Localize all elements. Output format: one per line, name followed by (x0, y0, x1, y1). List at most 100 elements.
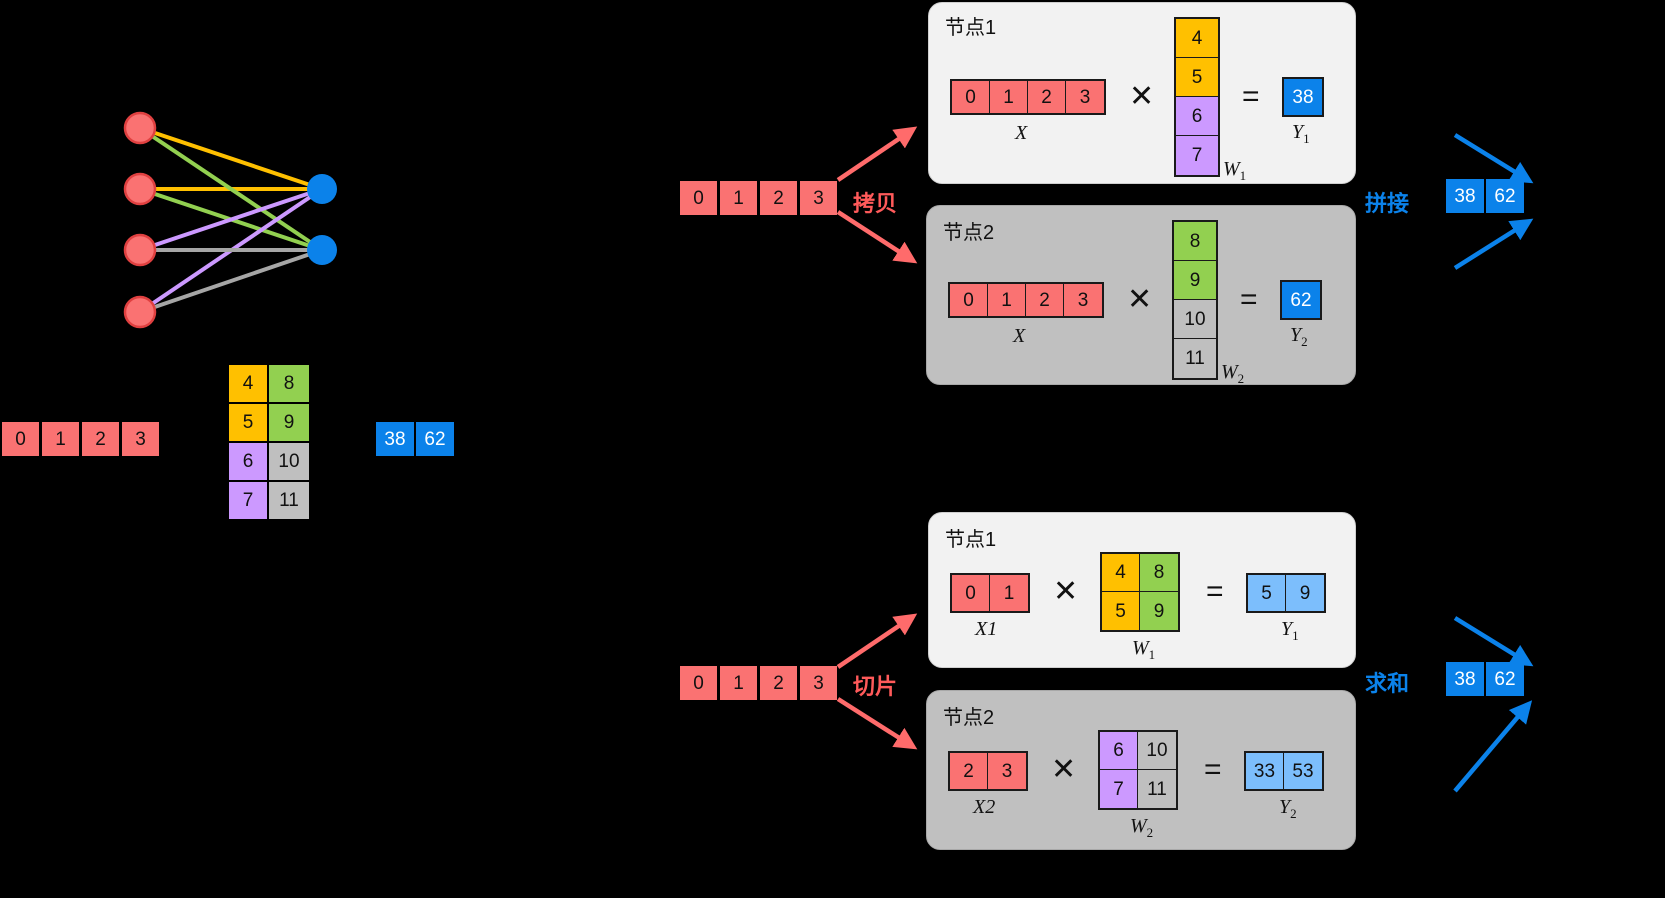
top-node-1-x-vector: 0 1 2 3 (950, 79, 1106, 115)
bottom-input-cell: 2 (760, 666, 797, 700)
w-cell: 9 (1174, 261, 1216, 300)
bottom-node-2-panel: 节点2 2 3 X2 ✕ 6 10 7 11 W2 = 33 53 Y2 (926, 690, 1356, 850)
bottom-node-2-w-label: W2 (1130, 815, 1154, 840)
bottom-node-2-y-vector: 33 53 (1244, 751, 1324, 791)
x-cell: 3 (1064, 284, 1102, 316)
top-node-1-w-matrix: 4 5 6 7 (1174, 17, 1220, 177)
legend-w-cell: 9 (269, 404, 309, 441)
top-node-2-w-matrix: 8 9 10 11 (1172, 220, 1218, 380)
top-output-vector: 38 62 (1446, 179, 1524, 213)
top-output-cell: 38 (1446, 179, 1484, 213)
x-cell: 1 (990, 81, 1028, 113)
x-cell: 3 (1066, 81, 1104, 113)
legend-x-vector: 0 1 2 3 (2, 422, 159, 456)
x-cell: 0 (952, 81, 990, 113)
bottom-node-1-equals-op: = (1206, 575, 1224, 608)
bottom-input-cell: 1 (720, 666, 757, 700)
legend-w-cell: 11 (269, 482, 309, 519)
bottom-node-2-equals-op: = (1204, 753, 1222, 786)
top-node-2-panel: 节点2 0 1 2 3 X ✕ 8 9 10 11 W2 = 62 Y2 (926, 205, 1356, 386)
top-node-1-equals-op: = (1242, 80, 1260, 113)
x-cell: 2 (1026, 284, 1064, 316)
top-input-cell: 2 (760, 181, 797, 215)
bottom-output-cell: 62 (1486, 662, 1524, 696)
top-output-cell: 62 (1486, 179, 1524, 213)
w-cell: 8 (1174, 222, 1216, 261)
bottom-output-cell: 38 (1446, 662, 1484, 696)
top-node-1-y-vector: 38 (1282, 77, 1324, 117)
legend-y-cell: 38 (376, 422, 414, 456)
legend-x-cell: 1 (42, 422, 79, 456)
legend-y-vector: 38 62 (376, 422, 454, 456)
top-merge-label: 拼接 (1365, 191, 1410, 216)
w-cell: 4 (1176, 19, 1218, 58)
top-node-2-equals-op: = (1240, 283, 1258, 316)
bottom-node-1-w-matrix: 4 8 5 9 (1100, 552, 1180, 632)
top-node-2-title: 节点2 (943, 222, 995, 244)
bottom-node-2-x-vector: 2 3 (948, 751, 1028, 791)
legend-y-cell: 62 (416, 422, 454, 456)
legend-w-cell: 5 (229, 404, 267, 441)
top-node-1-title: 节点1 (945, 17, 997, 39)
top-node-1-y-label: Y1 (1292, 121, 1310, 146)
x-cell: 3 (988, 753, 1026, 789)
top-node-2-x-vector: 0 1 2 3 (948, 282, 1104, 318)
bottom-output-vector: 38 62 (1446, 662, 1524, 696)
x-cell: 0 (952, 575, 990, 611)
y-cell: 53 (1284, 753, 1322, 789)
bottom-node-2-title: 节点2 (943, 707, 995, 729)
bottom-node-1-x-label: X1 (975, 618, 998, 640)
bottom-input-cell: 3 (800, 666, 837, 700)
top-node-2-multiply-op: ✕ (1127, 283, 1153, 316)
top-input-cell: 3 (800, 181, 837, 215)
top-node-1-multiply-op: ✕ (1129, 80, 1155, 113)
y-cell: 9 (1286, 575, 1324, 611)
top-node-2-x-label: X (1013, 325, 1026, 347)
legend-x-cell: 3 (122, 422, 159, 456)
w-cell: 5 (1102, 592, 1140, 630)
bottom-input-vector: 0 1 2 3 (680, 666, 837, 700)
bottom-node-1-x-vector: 0 1 (950, 573, 1030, 613)
top-node-2-y-label: Y2 (1290, 324, 1308, 349)
bottom-node-1-title: 节点1 (945, 529, 997, 551)
w-cell: 7 (1176, 136, 1218, 175)
x-cell: 2 (1028, 81, 1066, 113)
y-cell: 38 (1284, 79, 1322, 115)
top-input-cell: 0 (680, 181, 717, 215)
bottom-node-2-y-label: Y2 (1279, 796, 1297, 821)
w-cell: 6 (1176, 97, 1218, 136)
w-cell: 11 (1174, 339, 1216, 378)
w-cell: 6 (1100, 732, 1138, 770)
w-cell: 8 (1140, 554, 1178, 592)
bottom-merge-label: 求和 (1365, 671, 1410, 696)
bottom-node-1-multiply-op: ✕ (1053, 575, 1079, 608)
w-cell: 11 (1138, 770, 1176, 808)
w-cell: 7 (1100, 770, 1138, 808)
bottom-split-label: 切片 (853, 674, 898, 699)
top-node-2-y-vector: 62 (1280, 280, 1322, 320)
top-node-1-panel: 节点1 0 1 2 3 X ✕ 4 5 6 7 W1 = 38 Y1 (928, 2, 1356, 184)
y-cell: 5 (1248, 575, 1286, 611)
y-cell: 62 (1282, 282, 1320, 318)
bottom-node-2-w-matrix: 6 10 7 11 (1098, 730, 1178, 810)
legend-w-cell: 8 (269, 365, 309, 402)
legend-w-cell: 6 (229, 443, 267, 480)
bottom-node-1-panel: 节点1 0 1 X1 ✕ 4 8 5 9 W1 = 5 9 Y1 (928, 512, 1356, 668)
legend-w-matrix: 4 8 5 9 6 10 7 11 (229, 365, 309, 519)
top-node-1-x-label: X (1015, 122, 1028, 144)
legend-x-cell: 2 (82, 422, 119, 456)
x-cell: 1 (988, 284, 1026, 316)
x-cell: 2 (950, 753, 988, 789)
w-cell: 10 (1138, 732, 1176, 770)
w-cell: 9 (1140, 592, 1178, 630)
w-cell: 4 (1102, 554, 1140, 592)
legend-w-cell: 7 (229, 482, 267, 519)
top-split-label: 拷贝 (853, 191, 898, 216)
w-cell: 5 (1176, 58, 1218, 97)
y-cell: 33 (1246, 753, 1284, 789)
bottom-node-1-y-vector: 5 9 (1246, 573, 1326, 613)
legend-w-cell: 10 (269, 443, 309, 480)
top-input-vector: 0 1 2 3 (680, 181, 837, 215)
